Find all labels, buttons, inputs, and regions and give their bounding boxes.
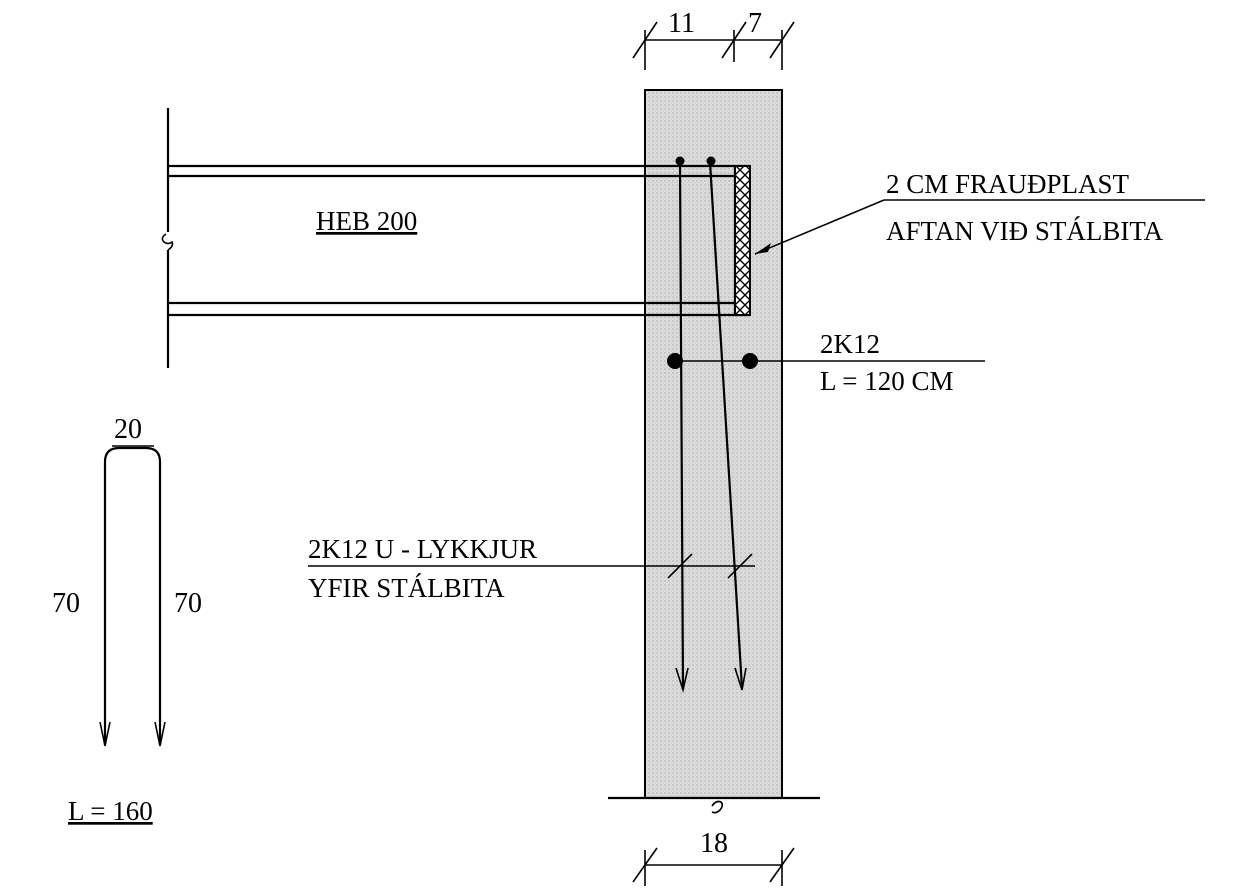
shape-top-dimension: 20 <box>114 414 142 445</box>
beam-label: HEB 200 <box>316 206 417 236</box>
loops-note-line2: YFIR STÁLBITA <box>308 573 505 603</box>
u-bar-bending-shape <box>99 445 166 747</box>
foam-leader <box>754 199 1205 255</box>
shape-length: L = 160 <box>68 796 153 826</box>
loops-note-line1: 2K12 U - LYKKJUR <box>308 534 537 564</box>
break-symbol-beam <box>161 233 174 251</box>
foam-strip <box>734 165 751 316</box>
bars-2k12 <box>667 353 985 369</box>
dim-bottom: 18 <box>700 828 728 859</box>
dim-top-right: 7 <box>748 8 762 39</box>
dim-top-left: 11 <box>668 8 695 39</box>
top-dimension <box>632 21 795 70</box>
u-loop-bars <box>675 156 747 694</box>
shape-left-leg: 70 <box>52 588 80 619</box>
foam-note-line2: AFTAN VIÐ STÁLBITA <box>886 216 1164 246</box>
bottom-dimension <box>632 847 795 886</box>
foam-note-line1: 2 CM FRAUÐPLAST <box>886 169 1130 199</box>
concrete-column <box>644 89 783 799</box>
bars-note-line2: L = 120 CM <box>820 366 953 396</box>
break-symbol-column <box>711 800 724 814</box>
bars-note-line1: 2K12 <box>820 329 880 359</box>
shape-right-leg: 70 <box>174 588 202 619</box>
